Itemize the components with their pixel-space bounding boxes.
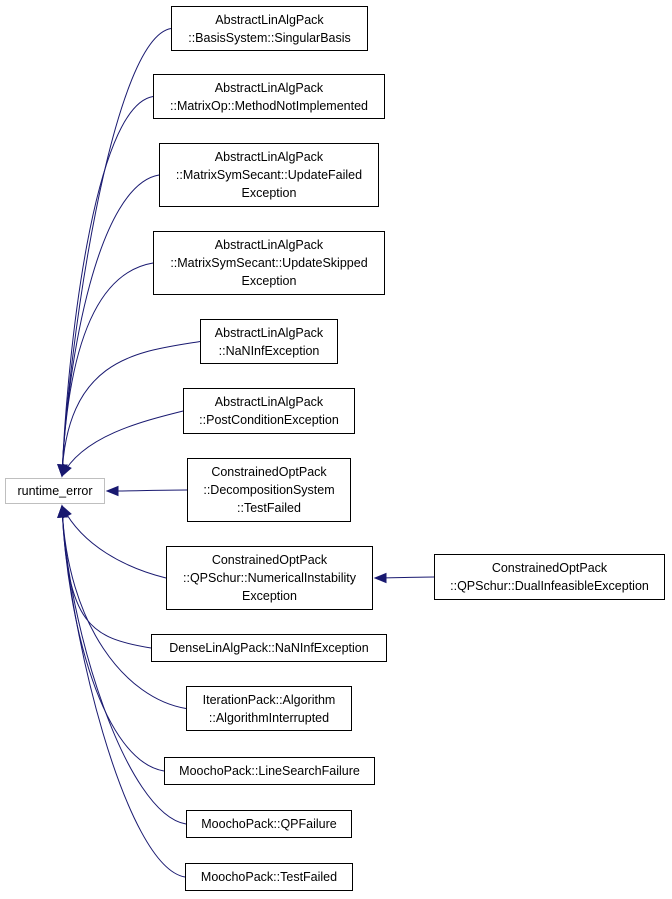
edge-arrowhead bbox=[373, 572, 387, 584]
node-dual-infeasible-exception[interactable]: ConstrainedOptPack::QPSchur::DualInfeasi… bbox=[434, 554, 665, 600]
inheritance-edge bbox=[61, 341, 201, 477]
node-label-line: DenseLinAlgPack::NaNInfException bbox=[169, 641, 369, 655]
node-label-line: runtime_error bbox=[17, 484, 93, 498]
node-label-line: ::NaNInfException bbox=[218, 343, 320, 358]
node-label-line: ::PostConditionException bbox=[199, 413, 339, 427]
inheritance-edge bbox=[61, 505, 187, 709]
node-qp-failure[interactable]: MoochoPack::QPFailure bbox=[186, 810, 352, 838]
inheritance-edge bbox=[61, 505, 186, 878]
node-label-line: ::AlgorithmInterrupted bbox=[208, 710, 330, 725]
node-label-line: ConstrainedOptPack bbox=[491, 561, 608, 575]
node-label-line: Exception bbox=[241, 274, 297, 288]
node-qpschur-numerical-instability-exception[interactable]: ConstrainedOptPack::QPSchur::NumericalIn… bbox=[166, 546, 373, 610]
node-label-line: Exception bbox=[241, 186, 297, 200]
node-label-line: Exception bbox=[242, 589, 297, 603]
node-label-line: MoochoPack::QPFailure bbox=[201, 817, 337, 831]
node-line-search-failure[interactable]: MoochoPack::LineSearchFailure bbox=[164, 757, 375, 785]
node-runtime-error: runtime_error bbox=[5, 478, 105, 504]
inheritance-edge bbox=[106, 489, 188, 492]
node-label-line: ::TestFailed bbox=[237, 501, 301, 515]
node-label-line: ::MatrixSymSecant::UpdateSkipped bbox=[170, 256, 368, 270]
edge-arrowhead bbox=[57, 504, 68, 518]
inheritance-edge bbox=[61, 262, 154, 477]
node-dense-lin-alg-nan-inf-exception[interactable]: DenseLinAlgPack::NaNInfException bbox=[151, 634, 387, 662]
inheritance-edge bbox=[61, 505, 167, 579]
node-label-line: ConstrainedOptPack bbox=[211, 553, 328, 567]
node-matrix-op-method-not-implemented[interactable]: AbstractLinAlgPack::MatrixOp::MethodNotI… bbox=[153, 74, 385, 119]
node-label-line: IterationPack::Algorithm bbox=[202, 692, 336, 707]
inheritance-edge bbox=[61, 505, 152, 649]
node-algorithm-interrupted[interactable]: IterationPack::Algorithm::AlgorithmInter… bbox=[186, 686, 352, 731]
node-abstract-nan-inf-exception[interactable]: AbstractLinAlgPack::NaNInfException bbox=[200, 319, 338, 364]
edge-arrowhead bbox=[105, 485, 119, 497]
node-moocho-test-failed[interactable]: MoochoPack::TestFailed bbox=[185, 863, 353, 891]
node-label-line: ::DecompositionSystem bbox=[203, 483, 335, 497]
node-label-line: ::QPSchur::DualInfeasibleException bbox=[450, 579, 649, 593]
node-basis-system-singular-basis[interactable]: AbstractLinAlgPack::BasisSystem::Singula… bbox=[171, 6, 368, 51]
node-label-line: ::QPSchur::NumericalInstability bbox=[183, 571, 356, 585]
node-label-line: ::BasisSystem::SingularBasis bbox=[188, 30, 351, 45]
node-label-line: AbstractLinAlgPack bbox=[214, 150, 324, 164]
node-label-line: ::MatrixOp::MethodNotImplemented bbox=[170, 98, 368, 113]
node-label-line: ConstrainedOptPack bbox=[211, 465, 327, 479]
node-label-line: MoochoPack::LineSearchFailure bbox=[179, 764, 360, 778]
node-matrix-sym-secant-update-failed-exception[interactable]: AbstractLinAlgPack::MatrixSymSecant::Upd… bbox=[159, 143, 379, 207]
node-label-line: AbstractLinAlgPack bbox=[214, 238, 324, 252]
node-decomposition-system-test-failed[interactable]: ConstrainedOptPack::DecompositionSystem:… bbox=[187, 458, 351, 522]
inheritance-edge bbox=[61, 96, 154, 477]
node-label-line: AbstractLinAlgPack bbox=[214, 395, 324, 409]
node-post-condition-exception[interactable]: AbstractLinAlgPack::PostConditionExcepti… bbox=[183, 388, 355, 434]
node-label-line: ::MatrixSymSecant::UpdateFailed bbox=[175, 168, 363, 182]
inheritance-edge bbox=[61, 410, 184, 477]
node-label-line: AbstractLinAlgPack bbox=[214, 80, 324, 95]
node-label-line: AbstractLinAlgPack bbox=[215, 12, 324, 27]
node-matrix-sym-secant-update-skipped-exception[interactable]: AbstractLinAlgPack::MatrixSymSecant::Upd… bbox=[153, 231, 385, 295]
node-label-line: MoochoPack::TestFailed bbox=[200, 870, 338, 884]
node-label-line: AbstractLinAlgPack bbox=[214, 325, 324, 340]
edge-arrowhead bbox=[61, 463, 72, 478]
